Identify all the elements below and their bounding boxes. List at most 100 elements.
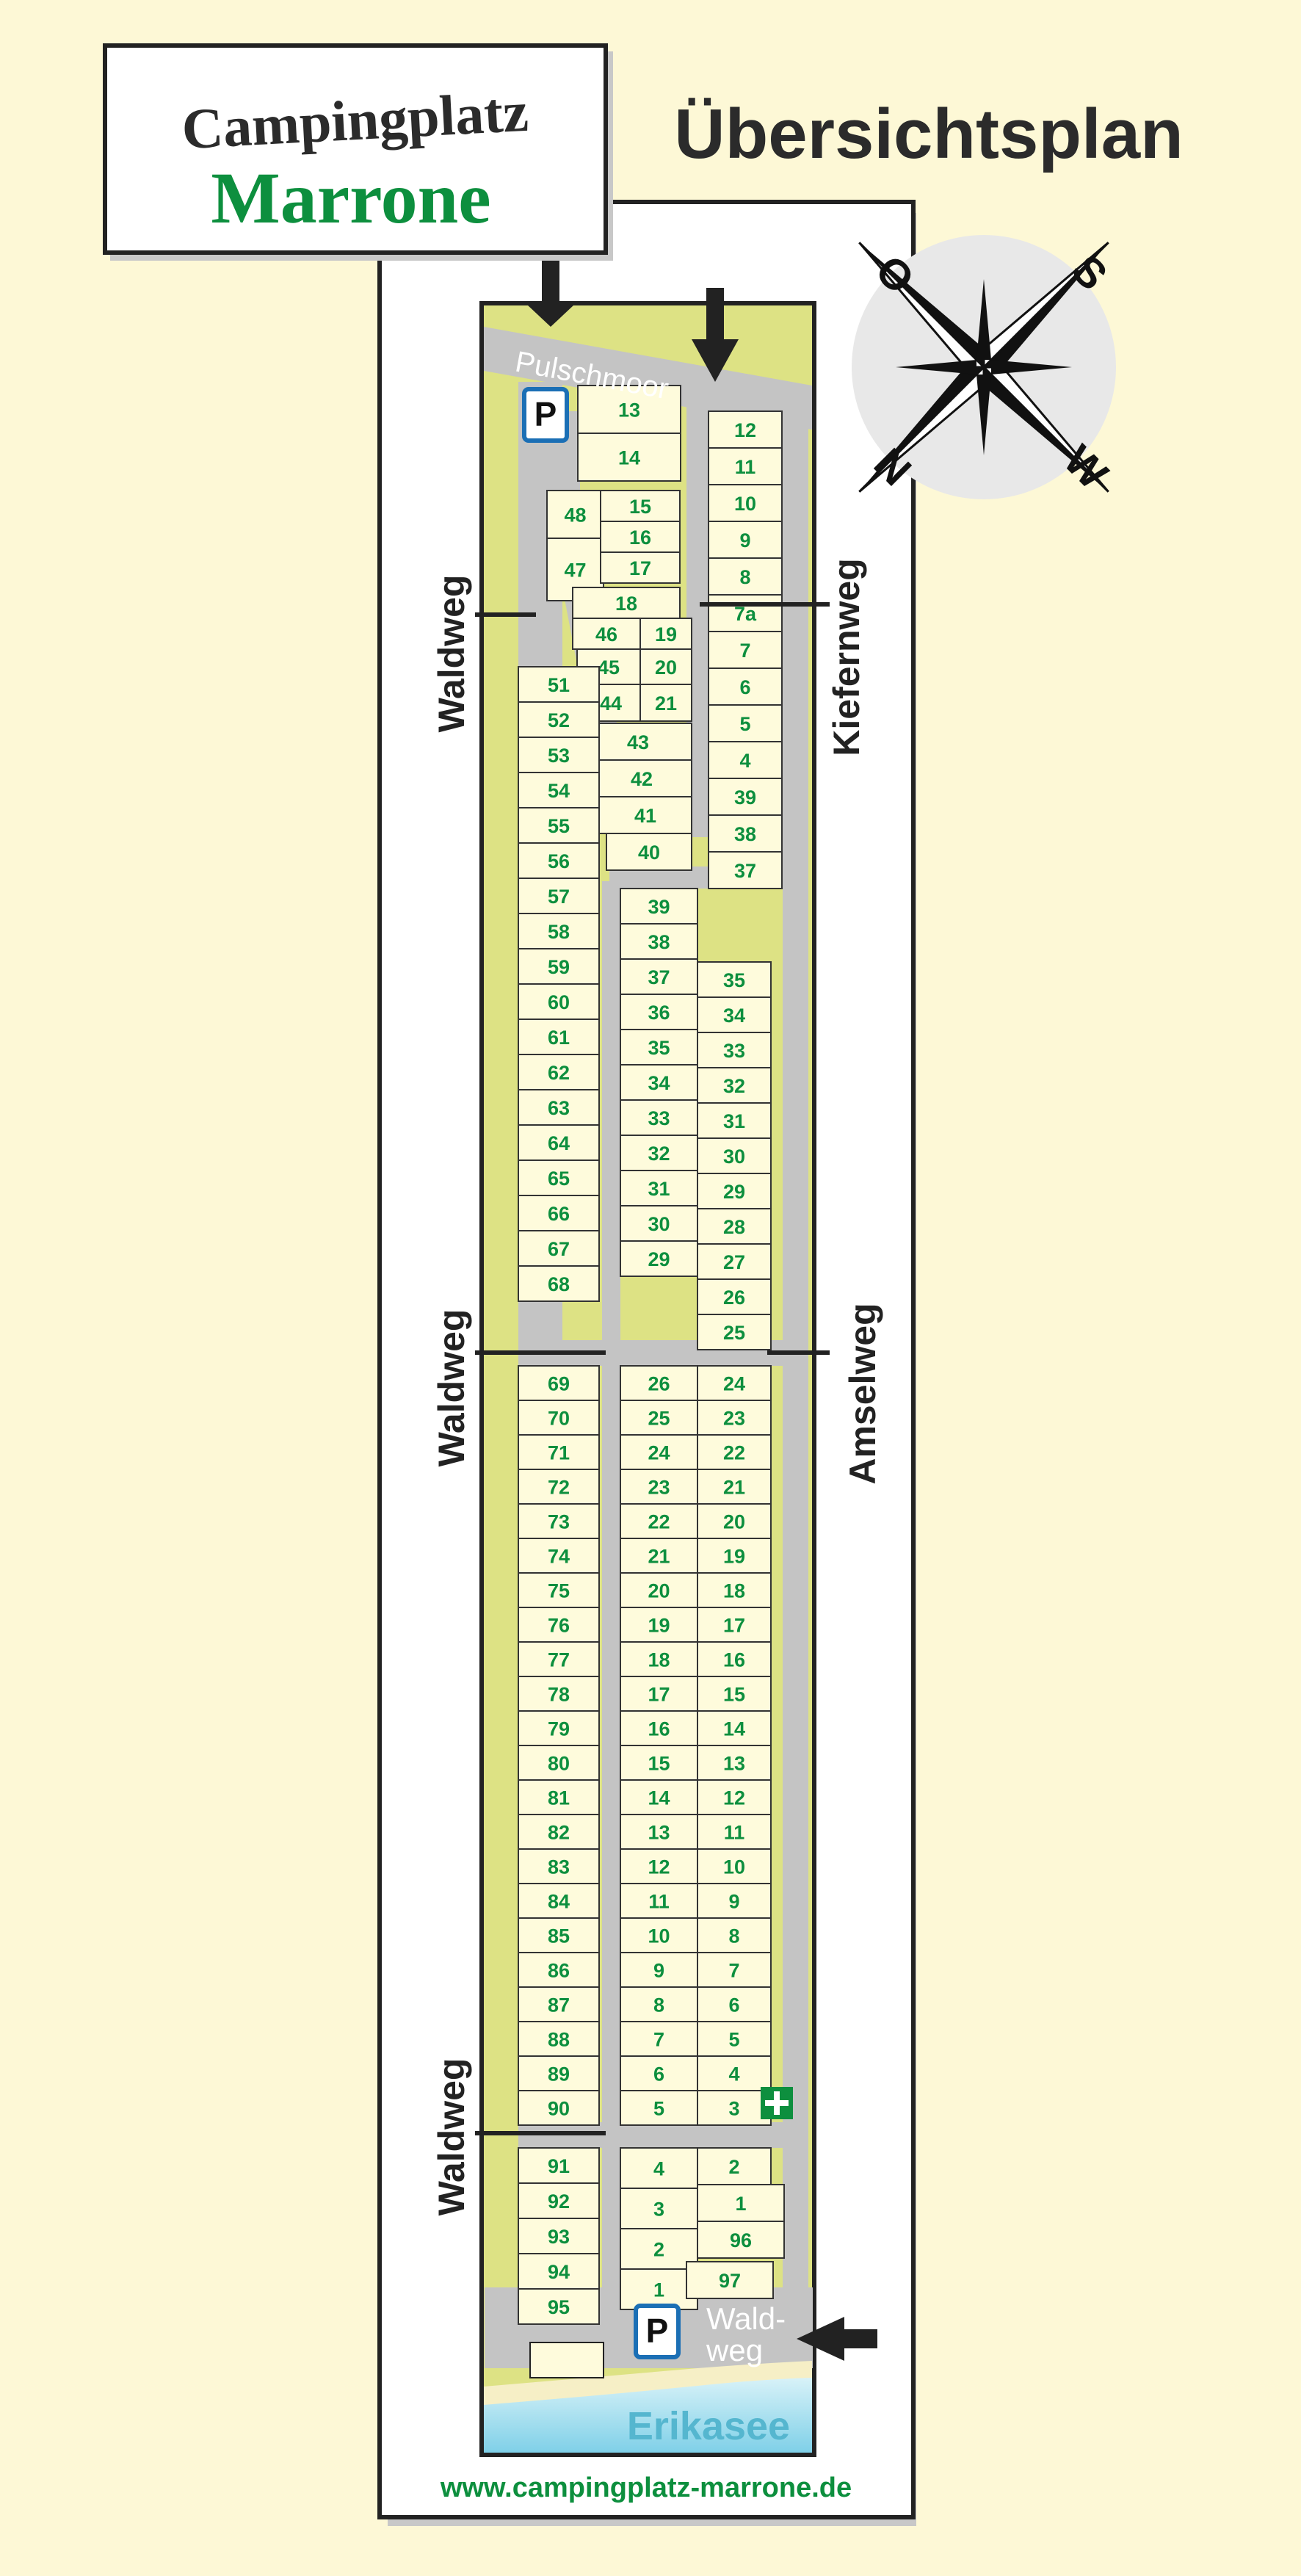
- footer-url[interactable]: www.campingplatz-marrone.de: [440, 2472, 852, 2503]
- plot-label: 94: [548, 2261, 570, 2283]
- plot-west_middle-12: 81: [518, 1779, 600, 1815]
- plot-kiefern_column-4: 8: [708, 557, 783, 596]
- plot-label: 5: [728, 2029, 739, 2051]
- plot-label: 85: [548, 1925, 570, 1947]
- plot-south_left-2: 2: [620, 2228, 698, 2270]
- plot-label: 7: [728, 1960, 739, 1982]
- plot-label: 74: [548, 1546, 570, 1568]
- plot-west_middle-7: 76: [518, 1607, 600, 1643]
- parking-sign-top: P: [522, 387, 569, 443]
- plot-west_middle-10: 79: [518, 1710, 600, 1746]
- plot-center_upper_left-10: 29: [620, 1240, 698, 1277]
- plot-center_middle_right-16: 8: [697, 1917, 772, 1953]
- plot-center_middle_left-20: 6: [620, 2055, 698, 2091]
- plot-label: 7: [653, 2029, 664, 2051]
- plot-west_middle-20: 89: [518, 2055, 600, 2091]
- plot-label: 63: [548, 1097, 570, 1119]
- street-label-waldweg-bottom-1: Wald-: [706, 2301, 786, 2336]
- plot-center_upper_left-6: 33: [620, 1099, 698, 1136]
- plot-west_upper-10: 61: [518, 1019, 600, 1055]
- plot-label: 33: [648, 1107, 670, 1129]
- arrow-entrance-left: [527, 261, 574, 327]
- plot-label: 19: [655, 623, 677, 645]
- plot-center_middle_left-18: 8: [620, 1986, 698, 2022]
- plot-center_upper_right-3: 32: [697, 1067, 772, 1104]
- plot-west_lower-1: 92: [518, 2182, 600, 2219]
- plot-center_middle_left-5: 21: [620, 1538, 698, 1574]
- plot-label: 48: [564, 504, 586, 527]
- plot-label: 7: [739, 640, 750, 662]
- parking-sign-bottom: P: [634, 2304, 681, 2359]
- plot-label: 32: [648, 1143, 670, 1165]
- plot-label: 27: [723, 1251, 745, 1273]
- plot-center_middle_right-1: 23: [697, 1400, 772, 1436]
- plot-label: 86: [548, 1960, 570, 1982]
- plot-center_upper_right-0: 35: [697, 961, 772, 998]
- plot-label: 11: [735, 456, 756, 478]
- plot-label: 3: [728, 2098, 739, 2120]
- plot-label: 8: [653, 1994, 664, 2016]
- plot-label: 65: [548, 1168, 570, 1190]
- plot-center_upper_left-3: 36: [620, 994, 698, 1030]
- plot-center_middle_right-13: 11: [697, 1814, 772, 1850]
- plot-label: 80: [548, 1753, 570, 1775]
- plot-top_middle-0: 15: [600, 490, 681, 522]
- plot-center_middle_right-12: 12: [697, 1779, 772, 1815]
- plot-label: 4: [653, 2158, 664, 2180]
- plot-label: 9: [739, 529, 750, 551]
- plot-west_upper-15: 66: [518, 1195, 600, 1231]
- lake-label: Erikasee: [627, 2404, 790, 2448]
- plot-west_upper-14: 65: [518, 1159, 600, 1196]
- plot-kiefern_column-2: 10: [708, 484, 783, 522]
- plot-label: 64: [548, 1132, 570, 1154]
- plot-center_middle_right-0: 24: [697, 1365, 772, 1401]
- plot-center_upper_left-1: 38: [620, 923, 698, 960]
- plot-label: 69: [548, 1373, 570, 1395]
- plot-center_middle_left-11: 15: [620, 1745, 698, 1781]
- plot-label: 79: [548, 1718, 570, 1740]
- plot-center_middle_right-20: 4: [697, 2055, 772, 2091]
- street-markers: [475, 602, 830, 2135]
- plot-label: 10: [723, 1856, 745, 1878]
- plot-center_middle_left-21: 5: [620, 2090, 698, 2126]
- plot-center_middle_right-11: 13: [697, 1745, 772, 1781]
- plot-center_middle_left-1: 25: [620, 1400, 698, 1436]
- street-label-waldweg-bottom-2: weg: [706, 2333, 763, 2367]
- plot-center_middle_right-19: 5: [697, 2021, 772, 2057]
- plot-label: 13: [618, 399, 640, 422]
- plot-label: 15: [629, 496, 651, 518]
- plot-center_middle_left-3: 23: [620, 1469, 698, 1505]
- plot-kiefern_column-0: 12: [708, 410, 783, 449]
- plot-label: 12: [648, 1856, 670, 1878]
- plot-west_upper-11: 62: [518, 1054, 600, 1090]
- plot-center_middle_right-3: 21: [697, 1469, 772, 1505]
- plot-label: 83: [548, 1856, 570, 1878]
- plot-label: 21: [648, 1546, 670, 1568]
- plot-label: 59: [548, 956, 570, 978]
- plot-label: 25: [648, 1408, 670, 1430]
- plot-south_right-2: 96: [697, 2221, 785, 2259]
- logo-box: [103, 43, 608, 255]
- plot-label: 58: [548, 921, 570, 943]
- plot-center_middle_right-2: 22: [697, 1434, 772, 1470]
- plot-label: 92: [548, 2190, 570, 2213]
- svg-text:P: P: [534, 395, 557, 433]
- plot-label: 38: [734, 823, 756, 845]
- plot-label: 73: [548, 1511, 570, 1533]
- plot-center_upper_right-5: 30: [697, 1137, 772, 1174]
- plot-label: 2: [653, 2239, 664, 2261]
- plot-center_middle_left-13: 13: [620, 1814, 698, 1850]
- plot-label: 4: [728, 2063, 739, 2085]
- plot-label: 20: [723, 1511, 745, 1533]
- plot-center_upper_right-4: 31: [697, 1102, 772, 1139]
- plot-label: 72: [548, 1477, 570, 1499]
- plot-center_middle_left-17: 9: [620, 1952, 698, 1988]
- plot-label: 23: [723, 1408, 745, 1430]
- plot-center_middle_left-10: 16: [620, 1710, 698, 1746]
- plot-label: 12: [734, 419, 756, 441]
- plot-west_middle-11: 80: [518, 1745, 600, 1781]
- plot-label: 1: [735, 2193, 746, 2215]
- plot-label: 16: [723, 1649, 745, 1671]
- plot-label: 43: [627, 731, 649, 753]
